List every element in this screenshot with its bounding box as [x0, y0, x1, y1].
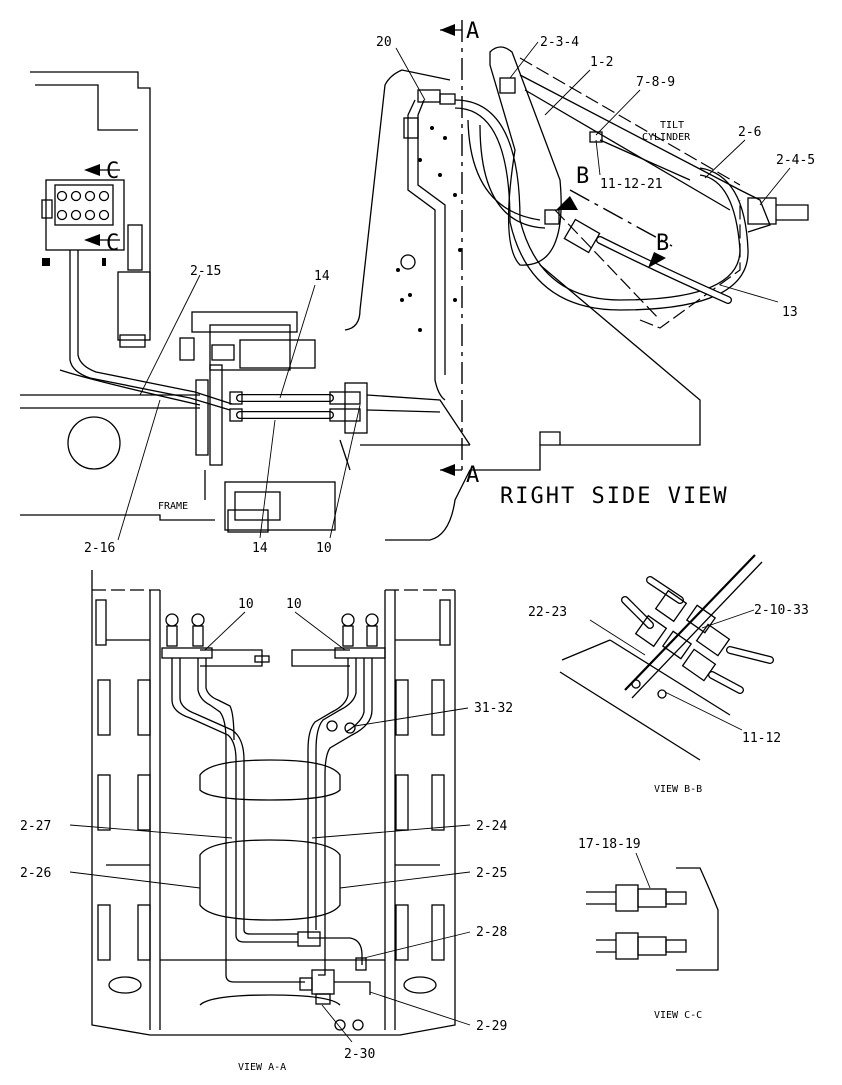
aa-callout-2-24: 2-24	[476, 819, 507, 834]
tilt-cylinder-label-2: CYLINDER	[642, 132, 691, 143]
aa-callout-2-28: 2-28	[476, 925, 507, 940]
view-b-b: 22-23 2-10-33 11-12 VIEW B-B	[528, 554, 809, 795]
aa-callout-2-26: 2-26	[20, 866, 51, 881]
aa-callout-10-right: 10	[286, 597, 302, 612]
section-c-top-label: C	[106, 159, 121, 184]
view-c-c-title: VIEW C-C	[654, 1010, 702, 1021]
callout-11-12-21: 11-12-21	[600, 177, 663, 192]
callout-2-15: 2-15	[190, 264, 221, 279]
view-b-b-title: VIEW B-B	[654, 784, 702, 795]
callout-2-6: 2-6	[738, 125, 761, 140]
callout-7-8-9: 7-8-9	[636, 75, 675, 90]
section-a-bottom-label: A	[466, 463, 481, 488]
callout-14-bottom: 14	[252, 541, 268, 556]
right-side-view: C C	[20, 19, 815, 556]
callout-20: 20	[376, 35, 392, 50]
bb-callout-2-10-33: 2-10-33	[754, 603, 809, 618]
section-c-bottom-label: C	[106, 231, 121, 256]
aa-callout-2-29: 2-29	[476, 1019, 507, 1034]
callout-2-4-5: 2-4-5	[776, 153, 815, 168]
bb-callout-22-23: 22-23	[528, 605, 567, 620]
cc-callout-17-18-19: 17-18-19	[578, 837, 641, 852]
callout-13: 13	[782, 305, 798, 320]
section-a-top-label: A	[466, 19, 481, 44]
right-side-view-title: RIGHT SIDE VIEW	[500, 484, 729, 509]
view-a-a: 10 10 31-32 2-27 2-24 2-26 2-25 2-28 2-2…	[20, 570, 513, 1073]
callout-14-top: 14	[314, 269, 330, 284]
aa-callout-2-25: 2-25	[476, 866, 507, 881]
aa-callout-10-left: 10	[238, 597, 254, 612]
view-c-c: 17-18-19 VIEW C-C	[578, 837, 719, 1021]
section-b-right-label: B	[656, 231, 671, 256]
aa-callout-2-30: 2-30	[344, 1047, 375, 1062]
aa-callout-31-32: 31-32	[474, 701, 513, 716]
aa-callout-2-27: 2-27	[20, 819, 51, 834]
callout-2-16: 2-16	[84, 541, 115, 556]
callout-2-3-4: 2-3-4	[540, 35, 579, 50]
frame-label: FRAME	[158, 501, 188, 512]
view-a-a-title: VIEW A-A	[238, 1062, 286, 1073]
callout-1-2: 1-2	[590, 55, 613, 70]
callout-10: 10	[316, 541, 332, 556]
bb-callout-11-12: 11-12	[742, 731, 781, 746]
section-b-left-label: B	[576, 164, 591, 189]
tilt-cylinder-label-1: TILT	[660, 120, 684, 131]
